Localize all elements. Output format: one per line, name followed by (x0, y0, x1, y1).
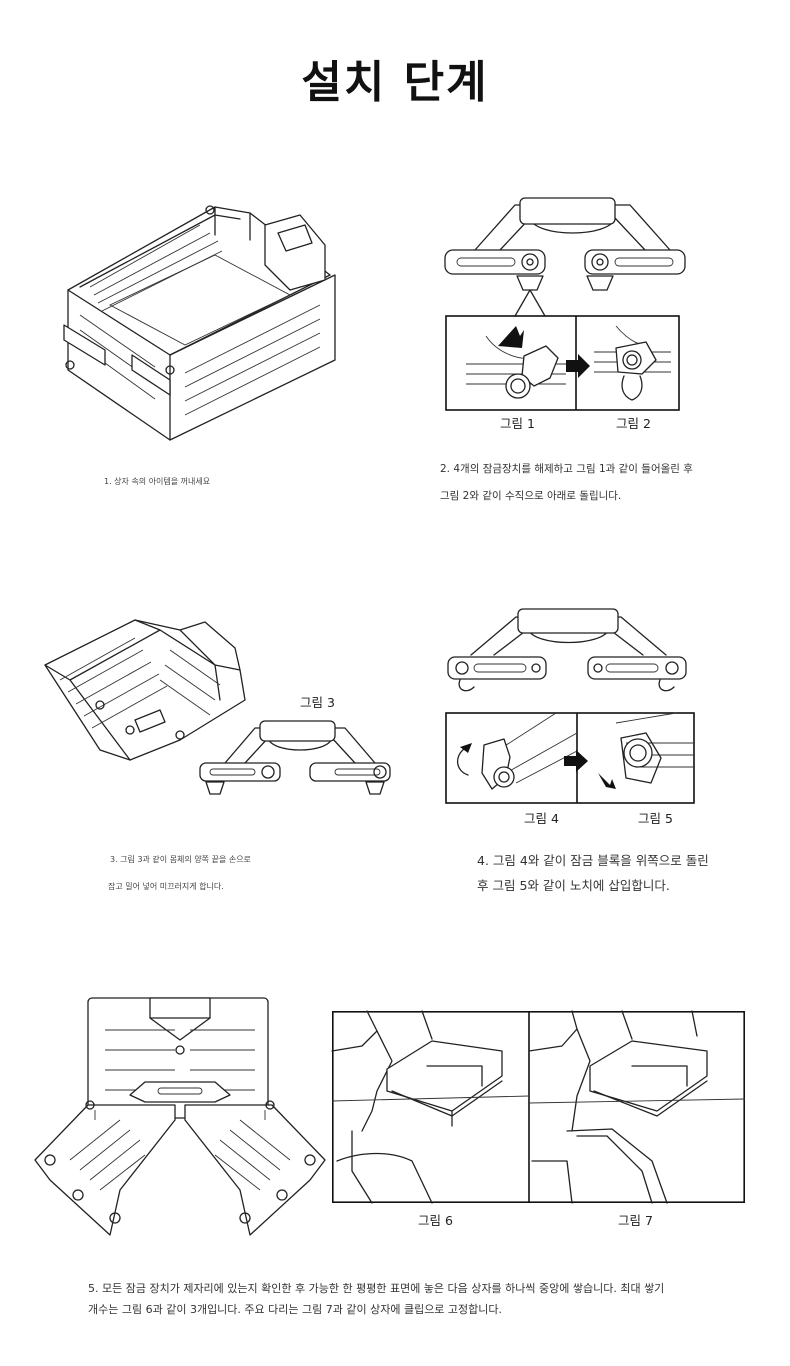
fig3-label: 그림 3 (300, 695, 335, 710)
folding-crate-illustration (44, 619, 246, 761)
step5-line2: 개수는 그림 6과 같이 3개입니다. 주요 다리는 그림 7과 같이 상자에 … (88, 1303, 503, 1316)
fig1-label: 그림 1 (500, 416, 535, 431)
handle-illustration-fig3 (199, 720, 391, 795)
fig4-5-inset (445, 712, 695, 804)
rotate-arrow-icon (457, 748, 469, 776)
step3-line2: 잡고 밀어 넣어 미끄러지게 합니다. (108, 882, 224, 891)
crate-illustration (63, 205, 336, 441)
fig1-2-inset (445, 315, 680, 411)
step2-line2: 그림 2와 같이 수직으로 아래로 돌립니다. (440, 490, 622, 502)
handle-illustration-step4 (447, 608, 687, 692)
step4-line2: 후 그림 5와 같이 노치에 삽입합니다. (477, 878, 670, 893)
arrow-diagonal-icon (598, 773, 616, 789)
handle-illustration (444, 197, 686, 317)
step5-line1: 5. 모든 잠금 장치가 제자리에 있는지 확인한 후 가능한 한 평평한 표면… (88, 1282, 665, 1295)
fig6-label: 그림 6 (418, 1213, 453, 1228)
step3-line1: 3. 그림 3과 같이 몸체의 양쪽 끝을 손으로 (110, 855, 251, 864)
page-title: 설치 단계 (301, 57, 489, 108)
step4-line1: 4. 그림 4와 같이 잠금 블록을 위쪽으로 돌린 (477, 853, 709, 868)
step1-text: 1. 상자 속의 아이템을 꺼내세요 (104, 477, 211, 486)
fig4-label: 그림 4 (524, 811, 559, 826)
arrow-right-icon (566, 354, 590, 378)
fig6-7-panels (331, 1010, 746, 1204)
fig7-label: 그림 7 (618, 1213, 653, 1228)
unfolded-crate-illustration (34, 997, 326, 1236)
arrow-right-icon (564, 750, 588, 772)
fig5-label: 그림 5 (638, 811, 673, 826)
step2-line1: 2. 4개의 잠금장치를 해제하고 그림 1과 같이 들어올린 후 (440, 463, 693, 475)
arrow-diagonal-icon (498, 326, 524, 348)
fig2-label: 그림 2 (616, 416, 651, 431)
